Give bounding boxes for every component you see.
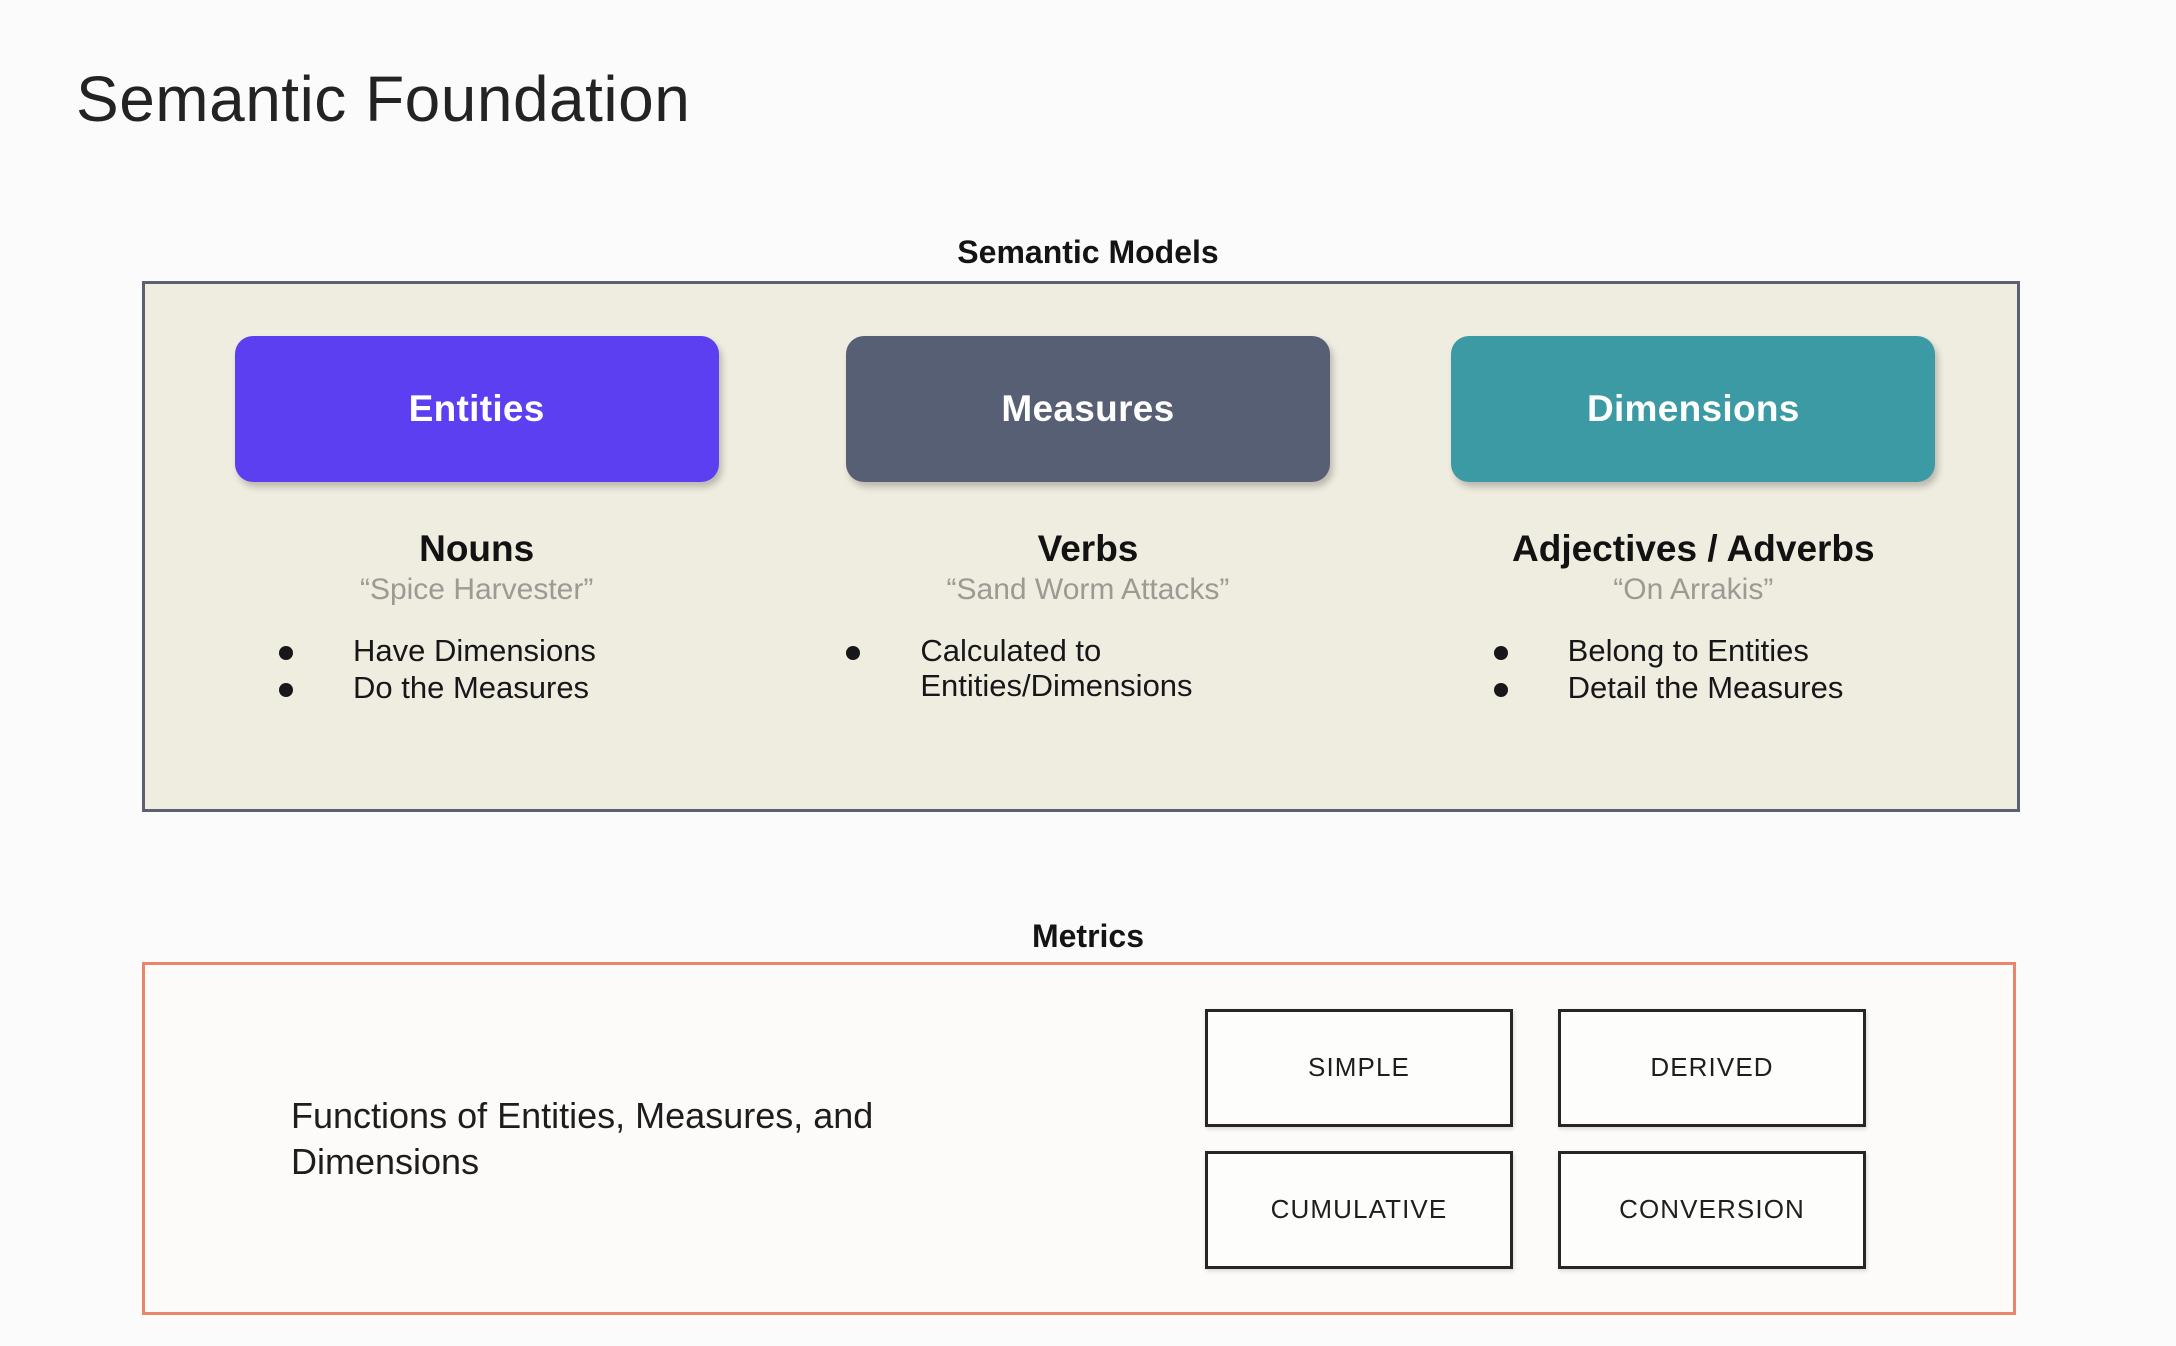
measures-card[interactable]: Measures	[845, 336, 1330, 482]
metrics-caption: Metrics	[1031, 918, 1145, 954]
entities-example: “Spice Harvester”	[359, 572, 594, 606]
semantic-models-caption: Semantic Models	[957, 234, 1219, 270]
measures-example: “Sand Worm Attacks”	[946, 572, 1230, 606]
metrics-description: Functions of Entities, Measures, and Dim…	[291, 1094, 874, 1182]
semantic-models-columns: Entities Nouns “Spice Harvester” Have Di…	[145, 284, 2017, 809]
entities-part-of-speech: Nouns	[419, 528, 535, 569]
dimensions-part-of-speech: Adjectives / Adverbs	[1512, 528, 1875, 569]
dimensions-bullet-list: Belong to Entities Detail the Measures	[1493, 633, 1844, 708]
measures-bullet-list: Calculated to Entities/Dimensions	[846, 633, 1193, 706]
page-title: Semantic Foundation	[76, 63, 691, 135]
list-item: Detail the Measures	[1493, 670, 1843, 705]
list-item: Have Dimensions	[279, 633, 596, 668]
dimensions-card[interactable]: Dimensions	[1451, 336, 1936, 482]
dimensions-example: “On Arrakis”	[1613, 572, 1774, 606]
metrics-type-grid: SIMPLE DERIVED CUMULATIVE CONVERSION	[1205, 1008, 1866, 1269]
metrics-panel: Functions of Entities, Measures, and Dim…	[142, 962, 2016, 1315]
metric-type-cumulative[interactable]: CUMULATIVE	[1205, 1150, 1513, 1269]
semantic-column-measures: Measures Verbs “Sand Worm Attacks” Calcu…	[784, 284, 1383, 809]
list-item: Do the Measures	[279, 670, 596, 705]
metric-type-derived[interactable]: DERIVED	[1558, 1008, 1866, 1127]
entities-card[interactable]: Entities	[234, 336, 719, 482]
measures-part-of-speech: Verbs	[1037, 528, 1139, 569]
semantic-column-entities: Entities Nouns “Spice Harvester” Have Di…	[185, 284, 784, 809]
metric-type-conversion[interactable]: CONVERSION	[1558, 1150, 1866, 1269]
list-item: Calculated to Entities/Dimensions	[846, 633, 1193, 704]
entities-bullet-list: Have Dimensions Do the Measures	[279, 633, 596, 708]
metric-type-simple[interactable]: SIMPLE	[1205, 1008, 1513, 1127]
list-item: Belong to Entities	[1493, 633, 1844, 668]
semantic-column-dimensions: Dimensions Adjectives / Adverbs “On Arra…	[1384, 284, 1977, 809]
semantic-models-panel: Entities Nouns “Spice Harvester” Have Di…	[142, 281, 2020, 812]
